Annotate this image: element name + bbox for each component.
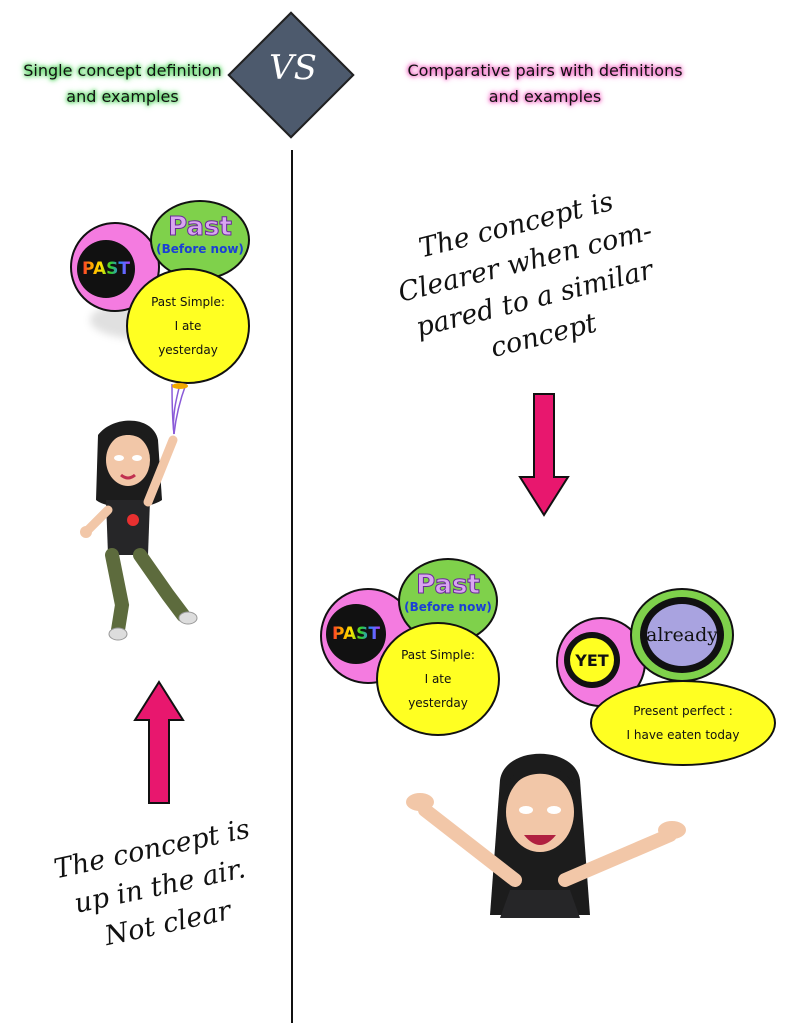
before-now-label: (Before now) — [404, 600, 492, 614]
past-rainbow-badge: PAST — [77, 240, 135, 298]
balloon-line-3: yesterday — [408, 696, 468, 710]
balloon-line-1: Past Simple: — [401, 648, 475, 662]
cheering-girl-avatar — [406, 753, 686, 918]
right-heading-line1: Comparative pairs with definitions — [407, 61, 683, 80]
balloon-line-2: I have eaten today — [626, 728, 740, 742]
already-badge: already — [640, 597, 724, 673]
down-arrow — [518, 393, 570, 517]
balloon-line-2: I ate — [424, 672, 452, 686]
center-divider — [291, 150, 293, 1023]
right-heading: Comparative pairs with definitions and e… — [395, 58, 695, 110]
yet-badge: YET — [564, 632, 620, 688]
balloon-line-2: I ate — [174, 319, 202, 333]
left-heading: Single concept definition and examples — [10, 58, 235, 110]
yellow-balloon: Past Simple: I ate yesterday — [126, 268, 250, 384]
right-heading-line2: and examples — [488, 87, 602, 106]
yet-label: YET — [570, 638, 614, 682]
balloon-line-3: yesterday — [158, 343, 218, 357]
already-label: already — [646, 604, 718, 666]
yellow-balloon: Present perfect : I have eaten today — [590, 680, 776, 766]
balloon-strings — [171, 383, 188, 435]
before-now-label: (Before now) — [156, 242, 244, 256]
left-caption: The concept is up in the air. Not clear — [41, 808, 280, 965]
right-caption: The concept is Clearer when com- pared t… — [371, 172, 689, 390]
green-balloon: Past (Before now) — [150, 200, 250, 280]
balloon-line-1: Present perfect : — [633, 704, 733, 718]
balloon-line-1: Past Simple: — [151, 295, 225, 309]
past-word: Past — [168, 212, 233, 243]
yellow-balloon: Past Simple: I ate yesterday — [376, 622, 500, 736]
floating-girl-avatar — [80, 420, 198, 641]
vs-label: VS — [269, 48, 317, 88]
left-heading-line2: and examples — [66, 87, 179, 106]
past-word: Past — [416, 570, 481, 601]
up-arrow — [133, 680, 185, 804]
past-rainbow-badge: PAST — [326, 604, 386, 664]
left-heading-line1: Single concept definition — [23, 61, 222, 80]
